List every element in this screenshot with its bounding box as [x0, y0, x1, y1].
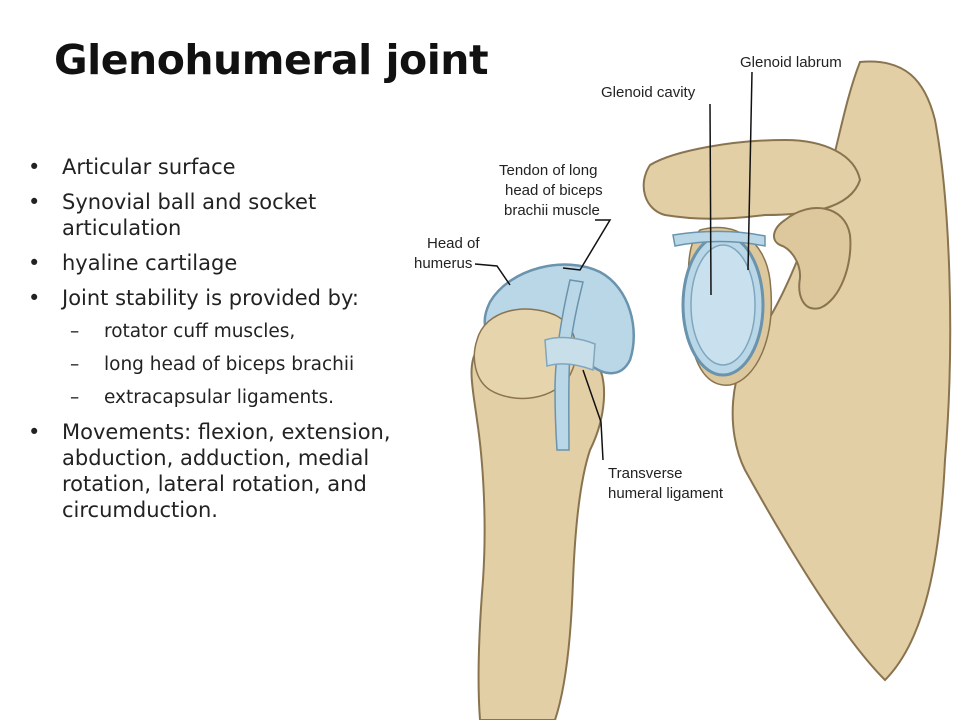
- biceps-tendon-top: [672, 230, 766, 247]
- bullet-item: hyaline cartilage: [28, 250, 408, 276]
- label-head-line-2: humerus: [414, 255, 472, 272]
- bullet-item: Synovial ball and socket articulation: [28, 189, 408, 241]
- label-head-line-1: Head of: [427, 235, 480, 252]
- anatomy-diagram: Glenoid labrum Glenoid cavity Tendon of …: [414, 54, 952, 720]
- bullet-list: Articular surface Synovial ball and sock…: [28, 154, 408, 532]
- bullet-item: Movements: flexion, extension, abduction…: [28, 419, 408, 523]
- shoulder-joint-illustration: Glenoid labrum Glenoid cavity Tendon of …: [405, 40, 960, 720]
- label-tendon-line-1: Tendon of long: [499, 162, 597, 179]
- label-transverse-line-2: humeral ligament: [608, 485, 724, 502]
- bullet-item: Joint stability is provided by:: [28, 285, 408, 311]
- coracoid-shape: [773, 207, 852, 310]
- humeral-head-bone: [473, 308, 578, 400]
- glenoid-labrum-inner: [690, 244, 756, 366]
- label-glenoid-labrum: Glenoid labrum: [740, 54, 842, 71]
- leader-lines: [474, 71, 753, 461]
- label-transverse-line-1: Transverse: [608, 465, 682, 482]
- sub-bullet-item: rotator cuff muscles,: [28, 320, 408, 344]
- label-tendon-line-3: brachii muscle: [504, 202, 600, 219]
- acromion-shape: [642, 138, 862, 220]
- slide-title: Glenohumeral joint: [54, 36, 489, 84]
- transverse-ligament-shape: [544, 336, 596, 372]
- label-glenoid-cavity: Glenoid cavity: [601, 84, 696, 101]
- label-tendon-line-2: head of biceps: [505, 182, 603, 199]
- sub-bullet-item: extracapsular ligaments.: [28, 386, 408, 410]
- sub-bullet-item: long head of biceps brachii: [28, 353, 408, 377]
- bullet-item: Articular surface: [28, 154, 408, 180]
